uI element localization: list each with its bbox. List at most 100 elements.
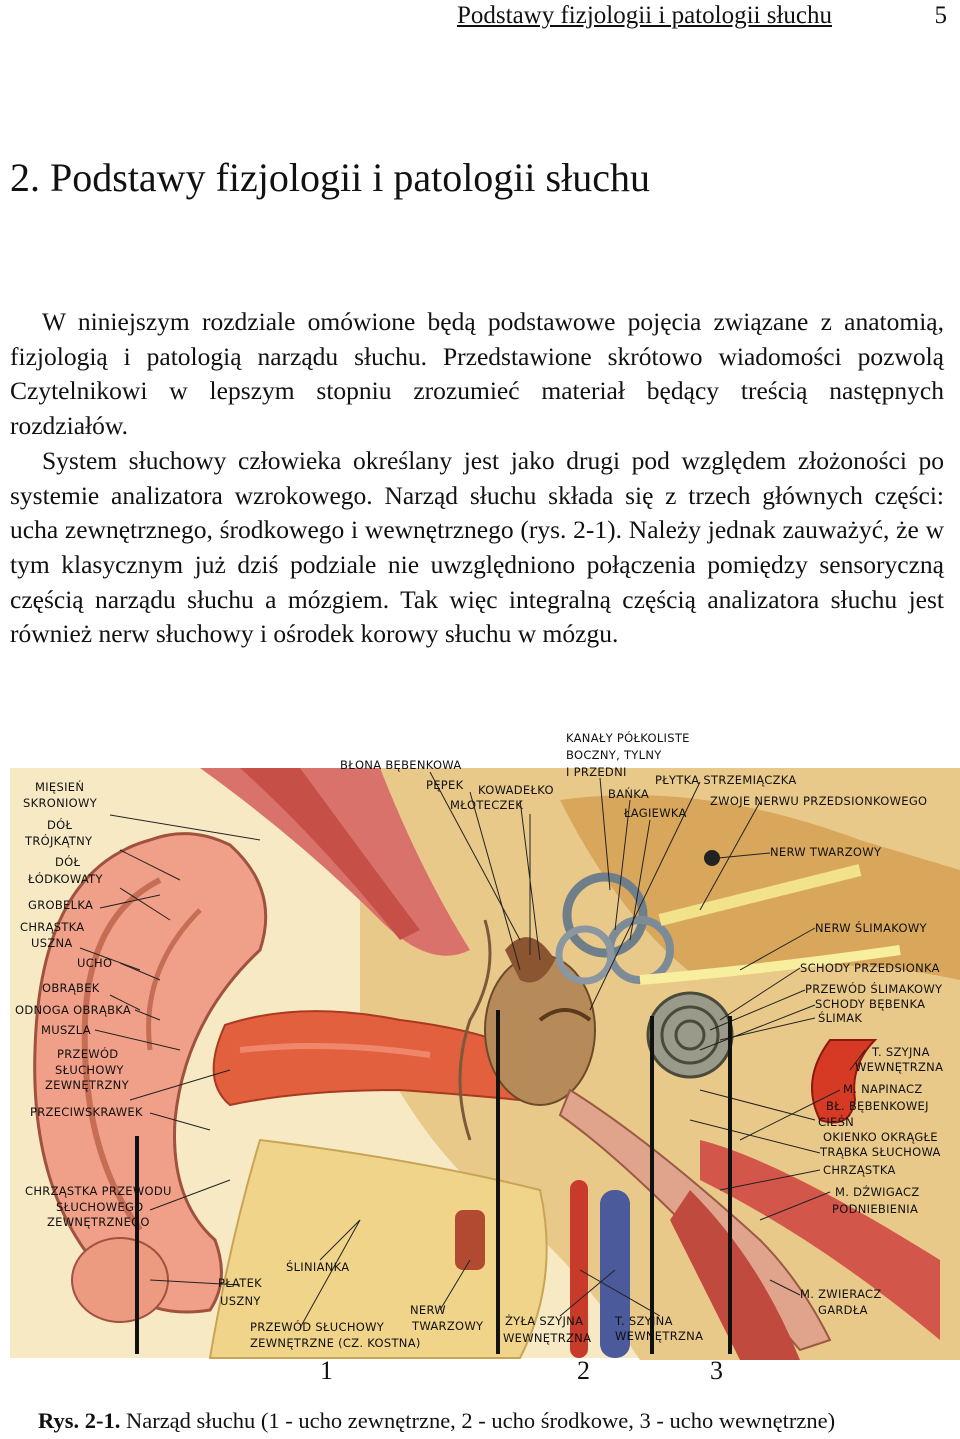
label-left-12: MUSZLA bbox=[41, 1023, 91, 1037]
label-right-2: SCHODY PRZEDSIONKA bbox=[800, 961, 940, 975]
internal-carotid bbox=[811, 1039, 878, 1124]
antihelix bbox=[146, 908, 202, 1051]
label-bottom-9: T. SZYJNA bbox=[614, 1314, 673, 1328]
helix-rim bbox=[81, 877, 162, 1232]
label-top-5: BOCZNY, TYLNY bbox=[566, 748, 662, 762]
label-left-2: DÓŁ bbox=[47, 817, 73, 832]
semicircular-canal-anterior bbox=[562, 872, 648, 958]
label-right-1: NERW ŚLIMAKOWY bbox=[815, 920, 928, 935]
caption-label: Rys. 2-1. bbox=[38, 1408, 121, 1433]
caption-text: Narząd słuchu (1 - ucho zewnętrzne, 2 - … bbox=[125, 1408, 836, 1433]
label-right-13: CHRZĄSTKA bbox=[823, 1163, 896, 1177]
part-divider-lines bbox=[135, 1010, 732, 1354]
label-bottom-2: USZNY bbox=[220, 1294, 261, 1308]
label-top-10: ZWOJE NERWU PRZEDSIONKOWEGO bbox=[710, 794, 927, 808]
ear-canal bbox=[212, 1010, 521, 1107]
label-left-13: PRZEWÓD bbox=[57, 1046, 118, 1061]
cochlea-spiral-outer bbox=[660, 1005, 720, 1065]
label-right-7: WEWNĘTRZNA bbox=[855, 1060, 943, 1074]
label-right-6: T. SZYJNA bbox=[871, 1045, 930, 1059]
page-number: 5 bbox=[934, 2, 948, 29]
label-top-2: KOWADEŁKO bbox=[478, 783, 554, 797]
label-left-17: CHRZĄSTKA PRZEWODU bbox=[25, 1184, 172, 1198]
malleus-incus bbox=[505, 937, 555, 983]
label-left-10: OBRĄBEK bbox=[42, 981, 100, 995]
label-right-12: TRĄBKA SŁUCHOWA bbox=[819, 1145, 941, 1159]
label-right-16: M. ZWIERACZ bbox=[800, 1287, 882, 1301]
label-left-4: DÓŁ bbox=[55, 854, 81, 869]
temporal-muscle-fibers bbox=[240, 768, 420, 940]
ear-anatomy-illustration: MIĘSIEŃ SKRONIOWY DÓŁ TRÓJKĄTNY DÓŁ ŁÓDK… bbox=[10, 730, 960, 1360]
label-top-6: I PRZEDNI bbox=[566, 765, 627, 779]
internal-jugular-vein bbox=[600, 1190, 630, 1358]
cochlea-spiral-inner bbox=[674, 1019, 706, 1051]
label-bottom-3: NERW bbox=[410, 1303, 446, 1317]
label-right-11: OKIENKO OKRĄGŁE bbox=[823, 1130, 938, 1144]
ear-anatomy-figure: MIĘSIEŃ SKRONIOWY DÓŁ TRÓJKĄTNY DÓŁ ŁÓDK… bbox=[0, 720, 960, 1400]
auricle bbox=[33, 832, 268, 1314]
paragraph-1: W niniejszym rozdziale omówione będą pod… bbox=[10, 307, 944, 441]
label-top-8: ŁAGIEWKA bbox=[623, 806, 687, 820]
running-head: Podstawy fizjologii i patologii słuchu 5 bbox=[457, 2, 947, 30]
label-right-17: GARDŁA bbox=[818, 1303, 868, 1317]
label-top-1: PĘPEK bbox=[426, 778, 464, 792]
label-right-8: M. NAPINACZ bbox=[843, 1082, 923, 1096]
label-top-0: BŁONA BĘBENKOWA bbox=[340, 758, 462, 772]
palatal-muscle bbox=[700, 1140, 940, 1340]
label-left-1: SKRONIOWY bbox=[23, 796, 98, 810]
part-number-3: 3 bbox=[710, 1356, 723, 1385]
label-left-15: ZEWNĘTRZNY bbox=[45, 1078, 130, 1092]
label-left-16: PRZECIWSKRAWEK bbox=[30, 1105, 143, 1119]
label-bottom-5: PRZEWÓD SŁUCHOWY bbox=[250, 1319, 385, 1334]
label-bottom-0: ŚLINIANKA bbox=[286, 1259, 349, 1274]
label-left-14: SŁUCHOWY bbox=[55, 1063, 124, 1077]
label-bottom-8: WEWNĘTRZNA bbox=[503, 1331, 591, 1345]
bone-outline bbox=[458, 919, 492, 1141]
label-left-6: GROBELKA bbox=[28, 898, 93, 912]
petrous-bone bbox=[560, 795, 960, 980]
internal-carotid-artery bbox=[570, 1180, 588, 1358]
label-right-15: PODNIEBIENIA bbox=[832, 1202, 918, 1216]
label-bottom-7: ŻYŁA SZYJNA bbox=[505, 1313, 583, 1328]
cochlear-nerve bbox=[639, 945, 901, 985]
label-left-18: SŁUCHOWEGO bbox=[56, 1200, 144, 1214]
label-right-10: CIEŚŃ bbox=[818, 1114, 854, 1129]
leader-lines bbox=[79, 771, 866, 1329]
styloid-muscle bbox=[455, 1210, 485, 1270]
paragraph-2: System słuchowy człowieka określany jest… bbox=[10, 445, 944, 649]
label-left-5: ŁÓDKOWATY bbox=[27, 871, 103, 886]
label-right-9: BŁ. BĘBENKOWEJ bbox=[826, 1099, 929, 1113]
figure-caption: Rys. 2-1. Narząd słuchu (1 - ucho zewnęt… bbox=[38, 1406, 835, 1436]
label-top-3: MŁOTECZEK bbox=[450, 798, 523, 812]
label-left-9: UCHO bbox=[77, 956, 112, 970]
label-bottom-6: ZEWNĘTRZNE (CZ. KOSTNA) bbox=[250, 1336, 421, 1350]
semicircular-canal-lateral bbox=[555, 925, 615, 985]
chapter-title: 2. Podstawy fizjologii i patologii słuch… bbox=[10, 155, 650, 200]
pharyngeal-muscle bbox=[670, 1190, 800, 1360]
label-left-19: ZEWNĘTRZNEGO bbox=[47, 1215, 150, 1229]
earlobe bbox=[71, 1237, 169, 1323]
parotid-gland bbox=[208, 1138, 548, 1359]
vestibulocochlear-nerve bbox=[658, 864, 862, 926]
running-title: Podstawy fizjologii i patologii słuchu bbox=[457, 2, 832, 29]
label-right-14: M. DŹWIGACZ bbox=[835, 1184, 920, 1199]
label-left-11: ODNOGA OBRĄBKA bbox=[15, 1003, 131, 1017]
label-right-3: PRZEWÓD ŚLIMAKOWY bbox=[805, 981, 943, 996]
label-bottom-10: WEWNĘTRZNA bbox=[615, 1329, 703, 1343]
label-top-7: BAŃKA bbox=[608, 786, 649, 801]
label-right-4: SCHODY BĘBENKA bbox=[815, 997, 925, 1011]
label-left-3: TRÓJKĄTNY bbox=[24, 833, 93, 848]
label-bottom-4: TWARZOWY bbox=[411, 1319, 484, 1333]
label-top-4: KANAŁY PÓŁKOLISTE bbox=[566, 730, 690, 745]
body-text: W niniejszym rozdziale omówione będą pod… bbox=[10, 305, 944, 652]
label-left-8: USZNA bbox=[31, 936, 73, 950]
label-bottom-1: PŁATEK bbox=[218, 1276, 262, 1290]
label-left-7: CHRĄSTKA bbox=[20, 920, 84, 934]
part-number-2: 2 bbox=[577, 1356, 590, 1385]
label-right-5: ŚLIMAK bbox=[818, 1010, 862, 1025]
part-number-1: 1 bbox=[320, 1356, 333, 1385]
label-right-0: NERW TWARZOWY bbox=[770, 845, 882, 859]
label-top-9: PŁYTKA STRZEMIĄCZKA bbox=[655, 773, 797, 787]
stapes bbox=[538, 1008, 592, 1022]
label-left-0: MIĘSIEŃ bbox=[35, 779, 84, 794]
